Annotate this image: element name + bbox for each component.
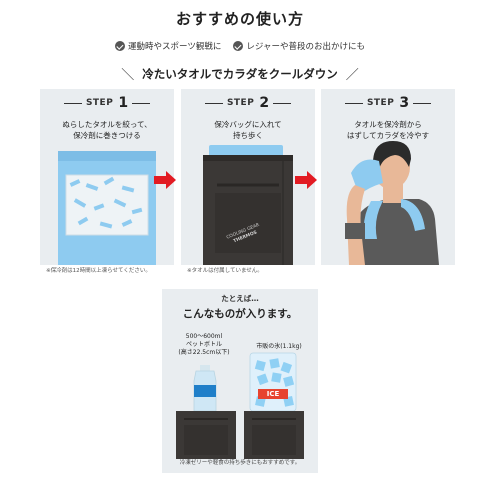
step-number: 3 xyxy=(399,95,410,111)
step-panel-3: STEP 3 タオルを保冷剤から はずしてカラダを冷やす xyxy=(321,89,455,265)
heading-line-right xyxy=(273,102,292,104)
towel-ice-pack-illustration xyxy=(58,151,156,265)
towel-shape xyxy=(363,201,383,239)
step-description: タオルを保冷剤から はずしてカラダを冷やす xyxy=(321,119,455,141)
example-title: こんなものが入ります。 xyxy=(182,308,298,320)
step1-footnote: ※保冷剤は12時間以上凍らせてください。 xyxy=(46,268,151,274)
page-title: おすすめの使い方 xyxy=(175,10,304,28)
cooler-bag-icon xyxy=(244,411,304,459)
step-label: STEP xyxy=(226,98,255,108)
slash-decoration-right: ／ xyxy=(345,68,359,83)
step-heading: STEP 3 xyxy=(321,95,455,111)
heading-line-right xyxy=(413,102,432,104)
hair-shape xyxy=(373,141,411,169)
subtitle-text: 冷たいタオルでカラダをクールダウン xyxy=(142,66,338,81)
cooler-bag-illustration xyxy=(203,145,293,265)
desc-line: 保冷剤に巻きつける xyxy=(73,131,141,140)
slash-decoration-left: ＼ xyxy=(121,68,135,83)
bottle-caption-line: (高さ22.5cm以下) xyxy=(178,349,230,356)
ice-caption: 市販の氷(1.1kg) xyxy=(256,343,302,350)
use-item-label: レジャーや普段のお出かけにも xyxy=(246,42,365,52)
step-number: 2 xyxy=(259,95,270,111)
example-note: 冷凍ゼリーや軽食の持ち歩きにもおすすめです。 xyxy=(179,460,301,466)
step-heading: STEP 2 xyxy=(181,95,315,111)
desc-line: 持ち歩く xyxy=(233,131,263,140)
bottle-icon xyxy=(193,365,217,412)
cooler-bag-icon xyxy=(176,411,236,459)
use-list: 運動時やスポーツ観戦に レジャーや普段のお出かけにも xyxy=(0,40,480,52)
step-panel-2: STEP 2 保冷バッグに入れて 持ち歩く COOLING GEAR THERM… xyxy=(181,89,315,265)
desc-line: はずしてカラダを冷やす xyxy=(346,131,430,140)
section-subtitle: ＼ 冷たいタオルでカラダをクールダウン ／ xyxy=(0,64,480,84)
ice-label: ICE xyxy=(266,390,280,398)
example-illustration xyxy=(176,352,304,459)
use-item-leisure: レジャーや普段のお出かけにも xyxy=(233,40,365,52)
example-panel: たとえば… こんなものが入ります。 500～600ml ペットボトル (高さ22… xyxy=(162,289,318,473)
arrow-right-icon xyxy=(154,171,176,189)
bottle-caption-line: 500～600ml xyxy=(185,333,223,340)
step-heading: STEP 1 xyxy=(40,95,174,111)
bottle-caption: 500～600ml ペットボトル (高さ22.5cm以下) xyxy=(168,333,240,357)
step-description: ぬらしたタオルを絞って、 保冷剤に巻きつける xyxy=(40,119,174,141)
heading-line-left xyxy=(63,102,82,104)
desc-line: 保冷バッグに入れて xyxy=(214,120,282,129)
example-intro: たとえば… xyxy=(221,294,259,303)
desc-line: ぬらしたタオルを絞って、 xyxy=(62,120,152,129)
check-icon xyxy=(233,41,244,51)
heading-line-right xyxy=(132,102,151,104)
desc-line: タオルを保冷剤から xyxy=(354,120,422,129)
heading-line-left xyxy=(204,102,223,104)
ice-bag-icon xyxy=(249,352,297,412)
bottle-caption-line: ペットボトル xyxy=(185,341,222,348)
step-label: STEP xyxy=(85,98,114,108)
use-item-label: 運動時やスポーツ観戦に xyxy=(128,42,222,52)
step-number: 1 xyxy=(118,95,129,111)
check-icon xyxy=(115,41,126,51)
step2-footnote: ※タオルは付属していません。 xyxy=(187,268,263,274)
person-cooling-illustration xyxy=(345,141,439,265)
step-panel-1: STEP 1 ぬらしたタオルを絞って、 保冷剤に巻きつける xyxy=(40,89,174,265)
heading-line-left xyxy=(344,102,363,104)
step-description: 保冷バッグに入れて 持ち歩く xyxy=(181,119,315,141)
use-item-sports: 運動時やスポーツ観戦に xyxy=(115,40,221,52)
step-label: STEP xyxy=(366,98,395,108)
arrow-right-icon xyxy=(295,171,317,189)
